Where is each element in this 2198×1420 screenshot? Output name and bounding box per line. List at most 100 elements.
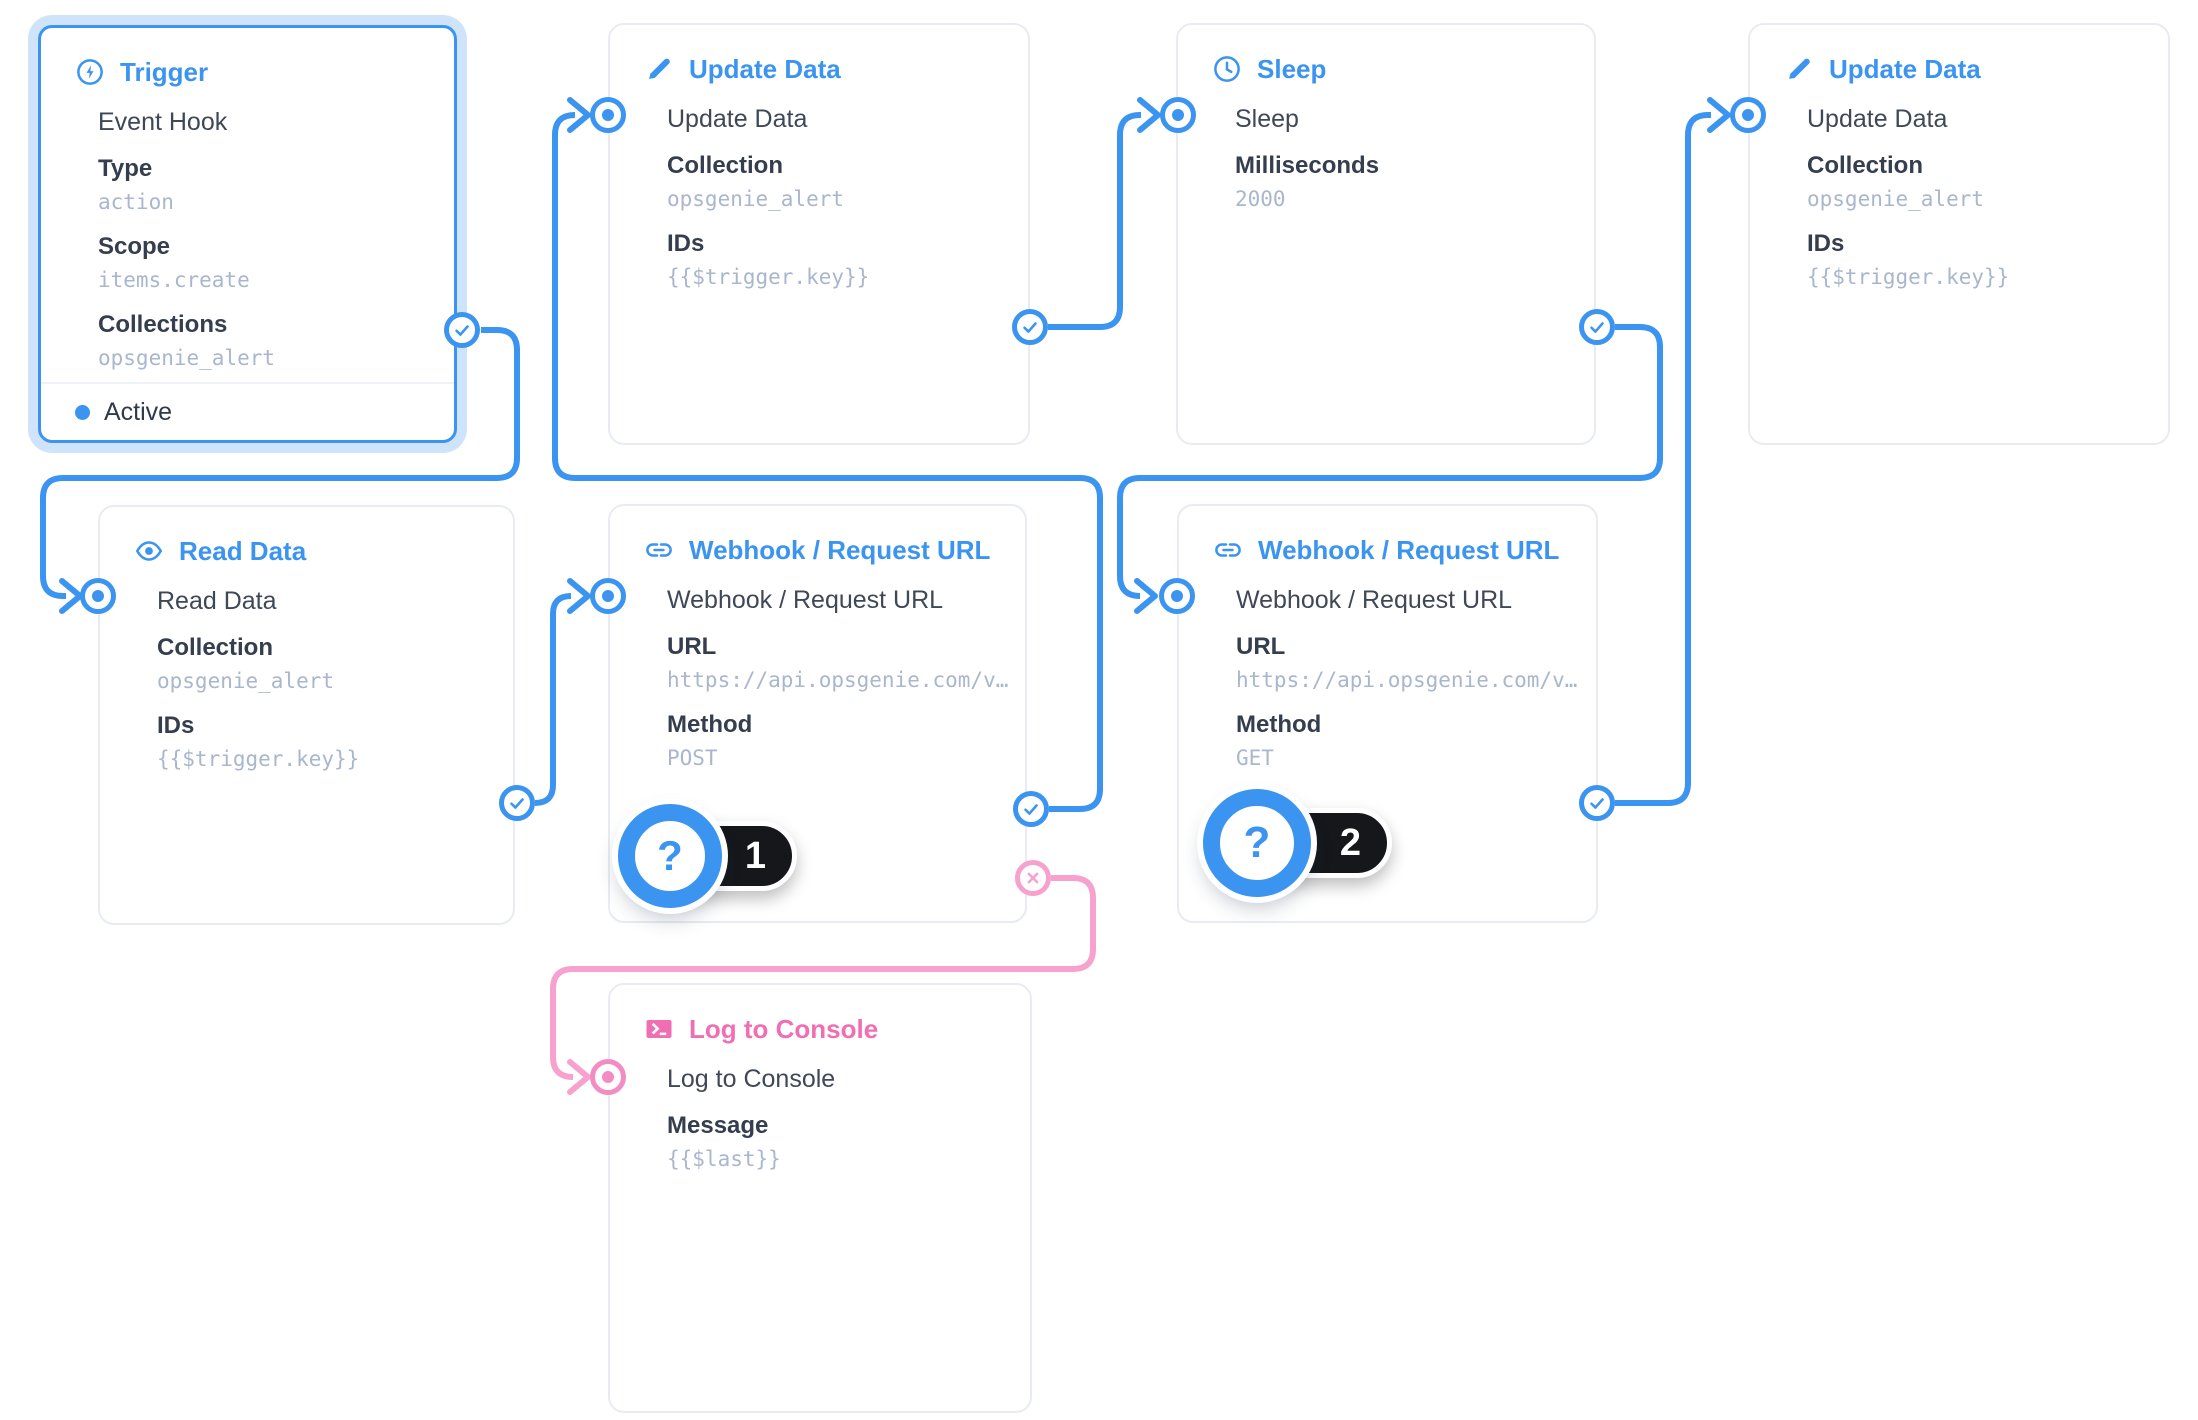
input-handle-sleep[interactable]: [1160, 97, 1196, 133]
bolt-circle-icon: [75, 57, 105, 87]
operation-name: Read Data: [157, 587, 277, 615]
field-value: opsgenie_alert: [98, 346, 276, 370]
edge-read-data-to-webhook-1: [534, 593, 572, 806]
card-body: Webhook / Request URL URL https://api.op…: [1179, 566, 1596, 774]
count-pill-value: 2: [1339, 821, 1361, 864]
field-label: Method: [667, 711, 753, 738]
edge-trigger-to-read-data: [40, 327, 520, 599]
input-handle-update-data-2[interactable]: [1730, 97, 1766, 133]
field-value: {{$trigger.key}}: [157, 747, 360, 771]
card-header: Update Data: [1750, 25, 2168, 85]
field-label: Method: [1236, 711, 1322, 738]
field: Collections opsgenie_alert: [98, 308, 440, 374]
trigger-card[interactable]: Trigger Event Hook Type action Scope ite…: [38, 25, 457, 443]
arrowhead: [567, 578, 591, 614]
operation-card-update-data-1[interactable]: Update Data Update Data Collection opsge…: [608, 23, 1030, 445]
resolve-handle-read-data[interactable]: [499, 785, 535, 821]
reject-handle-webhook-1[interactable]: [1015, 860, 1051, 896]
card-body: Webhook / Request URL URL https://api.op…: [610, 566, 1025, 774]
check-icon: [455, 325, 469, 336]
input-dot: [602, 1071, 614, 1083]
eye-icon: [134, 536, 164, 566]
operation-card-log-to-console[interactable]: Log to Console Log to Console Message {{…: [608, 983, 1032, 1413]
input-handle-webhook-2[interactable]: [1159, 578, 1195, 614]
operation-name: Sleep: [1235, 105, 1299, 133]
arrowhead: [567, 1059, 591, 1095]
edge-sleep-to-webhook-2: [1117, 324, 1663, 599]
check-icon: [510, 798, 524, 809]
card-title: Webhook / Request URL: [1258, 534, 1560, 565]
resolve-handle-update-data-1[interactable]: [1012, 309, 1048, 345]
arrowhead: [567, 97, 591, 133]
card-body: Sleep Milliseconds 2000: [1178, 85, 1594, 215]
check-icon: [1590, 798, 1604, 809]
resolve-handle-trigger[interactable]: [444, 312, 480, 348]
card-header: Trigger: [41, 28, 454, 88]
card-title: Update Data: [689, 53, 841, 84]
card-title: Webhook / Request URL: [689, 534, 991, 565]
field: Type action: [98, 152, 440, 218]
unknown-user-avatar-badge: ?: [1203, 789, 1311, 897]
operation-name: Update Data: [1807, 105, 1948, 133]
input-handle-update-data-1[interactable]: [590, 97, 626, 133]
field: IDs {{$trigger.key}}: [1807, 227, 2154, 293]
resolve-handle-sleep[interactable]: [1579, 309, 1615, 345]
unknown-user-avatar-badge: ?: [618, 804, 722, 908]
card-header: Update Data: [610, 25, 1028, 85]
card-header: Webhook / Request URL: [1179, 506, 1596, 566]
edge-webhook-1-to-update-data-1: [552, 112, 1103, 812]
terminal-icon: [644, 1014, 674, 1044]
card-header: Read Data: [100, 507, 513, 567]
field-value: {{$trigger.key}}: [1807, 265, 2010, 289]
x-icon: [1027, 872, 1039, 884]
card-title: Log to Console: [689, 1013, 879, 1044]
field: URL https://api.opsgenie.com/v…: [1236, 630, 1582, 696]
field: Method POST: [667, 708, 1011, 774]
count-pill-value: 1: [744, 834, 766, 877]
field: Message {{$last}}: [667, 1109, 1016, 1175]
field-label: Collections: [98, 311, 228, 338]
arrowhead: [1137, 97, 1161, 133]
input-handle-read-data[interactable]: [80, 578, 116, 614]
resolve-handle-webhook-1[interactable]: [1013, 791, 1049, 827]
arrowhead: [1707, 97, 1731, 133]
operation-card-sleep[interactable]: Sleep Sleep Milliseconds 2000: [1176, 23, 1596, 445]
field-value: action: [98, 190, 174, 214]
card-header: Webhook / Request URL: [610, 506, 1025, 566]
card-title: Trigger: [120, 56, 209, 87]
check-icon: [1023, 322, 1037, 333]
field-label: Collection: [1807, 152, 1924, 179]
field-label: Collection: [667, 152, 784, 179]
field-label: URL: [1236, 633, 1286, 660]
check-icon: [1590, 322, 1604, 333]
input-dot: [1171, 590, 1183, 602]
input-handle-webhook-1[interactable]: [590, 578, 626, 614]
card-header: Sleep: [1178, 25, 1594, 85]
operation-card-read-data[interactable]: Read Data Read Data Collection opsgenie_…: [98, 505, 515, 925]
operation-name: Update Data: [667, 105, 808, 133]
edge-webhook-1-reject-to-log: [550, 875, 1096, 1080]
status-label: Active: [104, 397, 173, 426]
field: Milliseconds 2000: [1235, 149, 1580, 215]
input-dot: [602, 590, 614, 602]
card-title: Read Data: [179, 535, 307, 566]
input-handle-log-to-console[interactable]: [590, 1059, 626, 1095]
resolve-handle-webhook-2[interactable]: [1579, 785, 1615, 821]
operation-card-update-data-2[interactable]: Update Data Update Data Collection opsge…: [1748, 23, 2170, 445]
trigger-status-row: Active: [41, 382, 454, 440]
card-body: Update Data Collection opsgenie_alert ID…: [1750, 85, 2168, 293]
clock-icon: [1212, 54, 1242, 84]
operation-name: Webhook / Request URL: [1236, 586, 1513, 614]
field-value: https://api.opsgenie.com/v…: [1236, 668, 1578, 692]
field-label: Milliseconds: [1235, 152, 1380, 179]
field-value: {{$last}}: [667, 1147, 781, 1171]
card-header: Log to Console: [610, 985, 1030, 1045]
card-body: Event Hook Type action Scope items.creat…: [41, 88, 454, 374]
card-title: Sleep: [1257, 53, 1327, 84]
field: IDs {{$trigger.key}}: [667, 227, 1014, 293]
field-value: 2000: [1235, 187, 1286, 211]
field: Collection opsgenie_alert: [1807, 149, 2154, 215]
field-value: {{$trigger.key}}: [667, 265, 870, 289]
input-dot: [602, 109, 614, 121]
